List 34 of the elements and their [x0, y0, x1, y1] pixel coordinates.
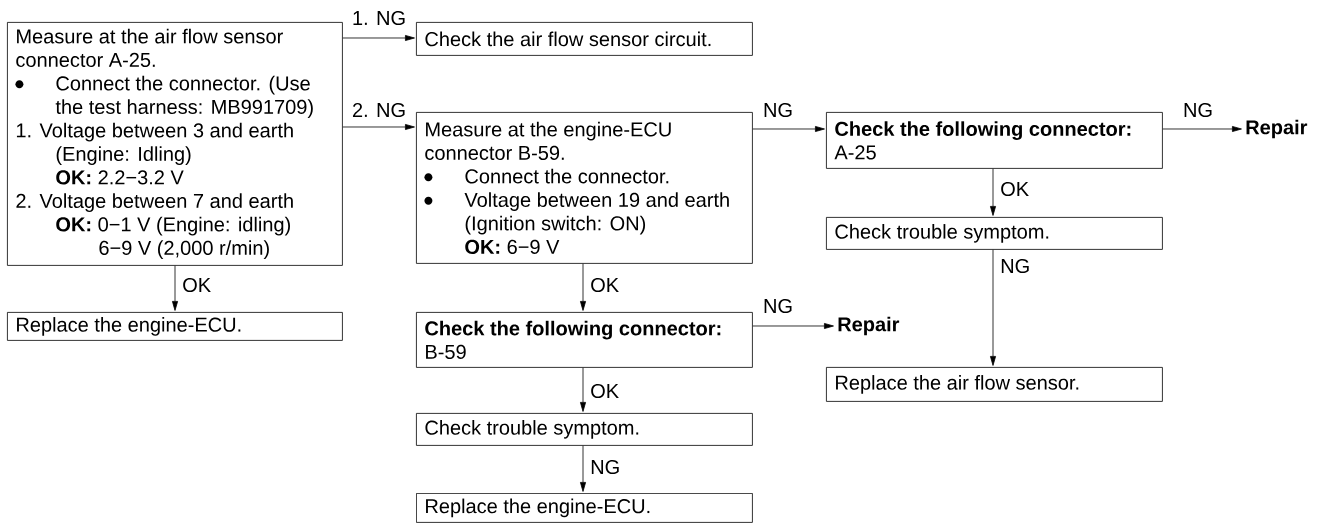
- process-box: Check the air flow sensor circuit.: [416, 22, 753, 56]
- process-box: Replace the engine-ECU.: [416, 493, 753, 523]
- edge-label: NG: [999, 257, 1032, 275]
- edge-label: NG: [1182, 101, 1214, 119]
- process-box: Check the following connector: B-59: [416, 312, 753, 368]
- process-box: Check the following connector: A-25: [826, 112, 1163, 169]
- process-box: Measure at the engine-ECU connector B-59. Connect the connector. Voltage between 19 and earth (Ignition switch: ON) OK: 6−9 V: [416, 112, 753, 264]
- process-box: Check trouble symptom.: [416, 413, 753, 446]
- edge-label: NG: [589, 458, 622, 476]
- arrow: [580, 263, 586, 311]
- edge-label: 2. NG: [350, 101, 408, 119]
- arrow: [580, 367, 586, 412]
- process-box: Measure at the air flow sensor connector A-25. Connect the connector. (Use the test harness: MB991709) 1. Voltage between 3 and earth (Engine: Idling) OK: 2.2−3.2 V 2. Voltage between 7 and earth OK: 0−1 V (Engine: idling) 6−9 V (2,000 r/min): [7, 22, 343, 266]
- outcome-text: Repair: [838, 316, 900, 336]
- edge-label: OK: [589, 276, 621, 294]
- process-box: Replace the engine-ECU.: [7, 312, 343, 341]
- outcome-text: Repair: [1246, 119, 1308, 139]
- process-box: Replace the air flow sensor.: [826, 367, 1163, 402]
- edge-label: OK: [999, 180, 1031, 198]
- arrow: [342, 124, 415, 130]
- arrow: [990, 249, 996, 366]
- arrow: [752, 323, 834, 329]
- arrow: [1162, 126, 1242, 132]
- arrow: [172, 265, 178, 311]
- edge-label: 1. NG: [350, 9, 408, 27]
- arrow: [580, 445, 586, 492]
- edge-label: NG: [762, 297, 794, 315]
- arrow: [752, 126, 825, 132]
- edge-label: OK: [589, 382, 621, 400]
- arrow: [990, 168, 996, 216]
- edge-label: OK: [181, 276, 213, 294]
- edge-label: NG: [762, 101, 794, 119]
- process-box: Check trouble symptom.: [826, 217, 1163, 250]
- arrow: [342, 35, 415, 41]
